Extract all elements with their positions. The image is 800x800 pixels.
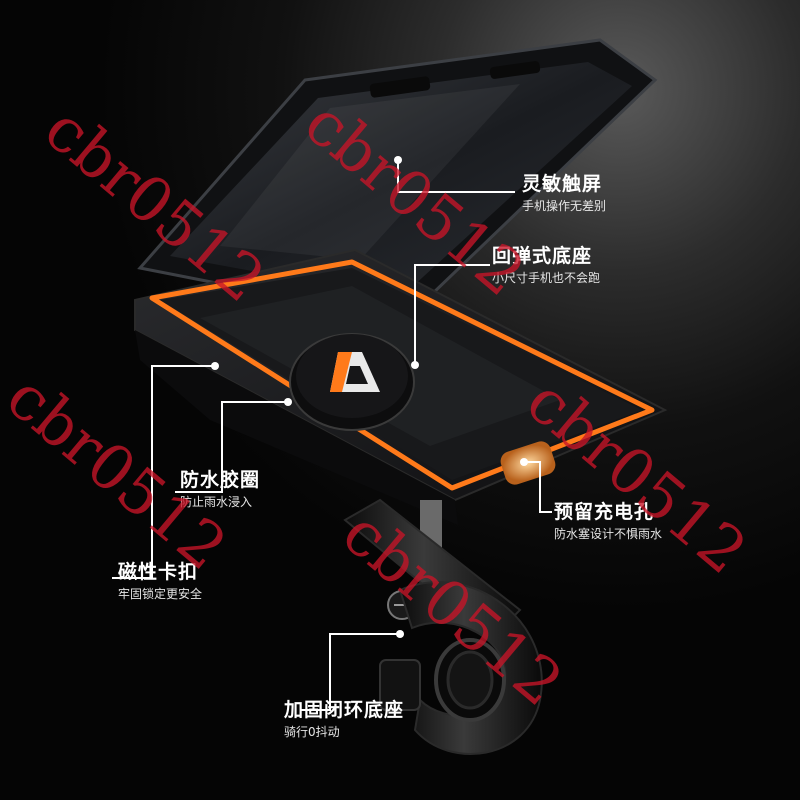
callout-subtitle: 防水塞设计不惧雨水 <box>554 526 663 541</box>
callout-magnetic-buckle: 磁性卡扣 牢固锁定更安全 <box>118 561 203 602</box>
callout-title: 回弹式底座 <box>492 245 593 267</box>
handlebar-mount <box>343 498 543 755</box>
callout-touchscreen: 灵敏触屏 手机操作无差别 <box>522 173 607 214</box>
callout-leader-lines <box>112 160 552 711</box>
callout-subtitle: 骑行0抖动 <box>284 724 340 739</box>
callout-subtitle: 手机操作无差别 <box>522 198 607 213</box>
callout-closed-loop-base: 加固闭环底座 骑行0抖动 <box>284 699 405 740</box>
callout-title: 灵敏触屏 <box>522 173 603 195</box>
callout-subtitle: 防止雨水浸入 <box>180 494 253 509</box>
callout-spring-base: 回弹式底座 小尺寸手机也不会跑 <box>492 245 601 286</box>
callout-title: 加固闭环底座 <box>284 699 405 721</box>
callout-subtitle: 牢固锁定更安全 <box>118 586 203 601</box>
callout-title: 防水胶圈 <box>180 469 261 491</box>
callout-dots <box>211 156 528 638</box>
callout-title: 预留充电孔 <box>554 501 655 523</box>
callout-waterproof-seal: 防水胶圈 防止雨水浸入 <box>180 469 261 510</box>
callout-subtitle: 小尺寸手机也不会跑 <box>492 270 601 285</box>
callout-charging-hole: 预留充电孔 防水塞设计不惧雨水 <box>554 501 663 542</box>
magnetic-logo-disc <box>289 333 415 431</box>
callout-title: 磁性卡扣 <box>118 561 199 583</box>
